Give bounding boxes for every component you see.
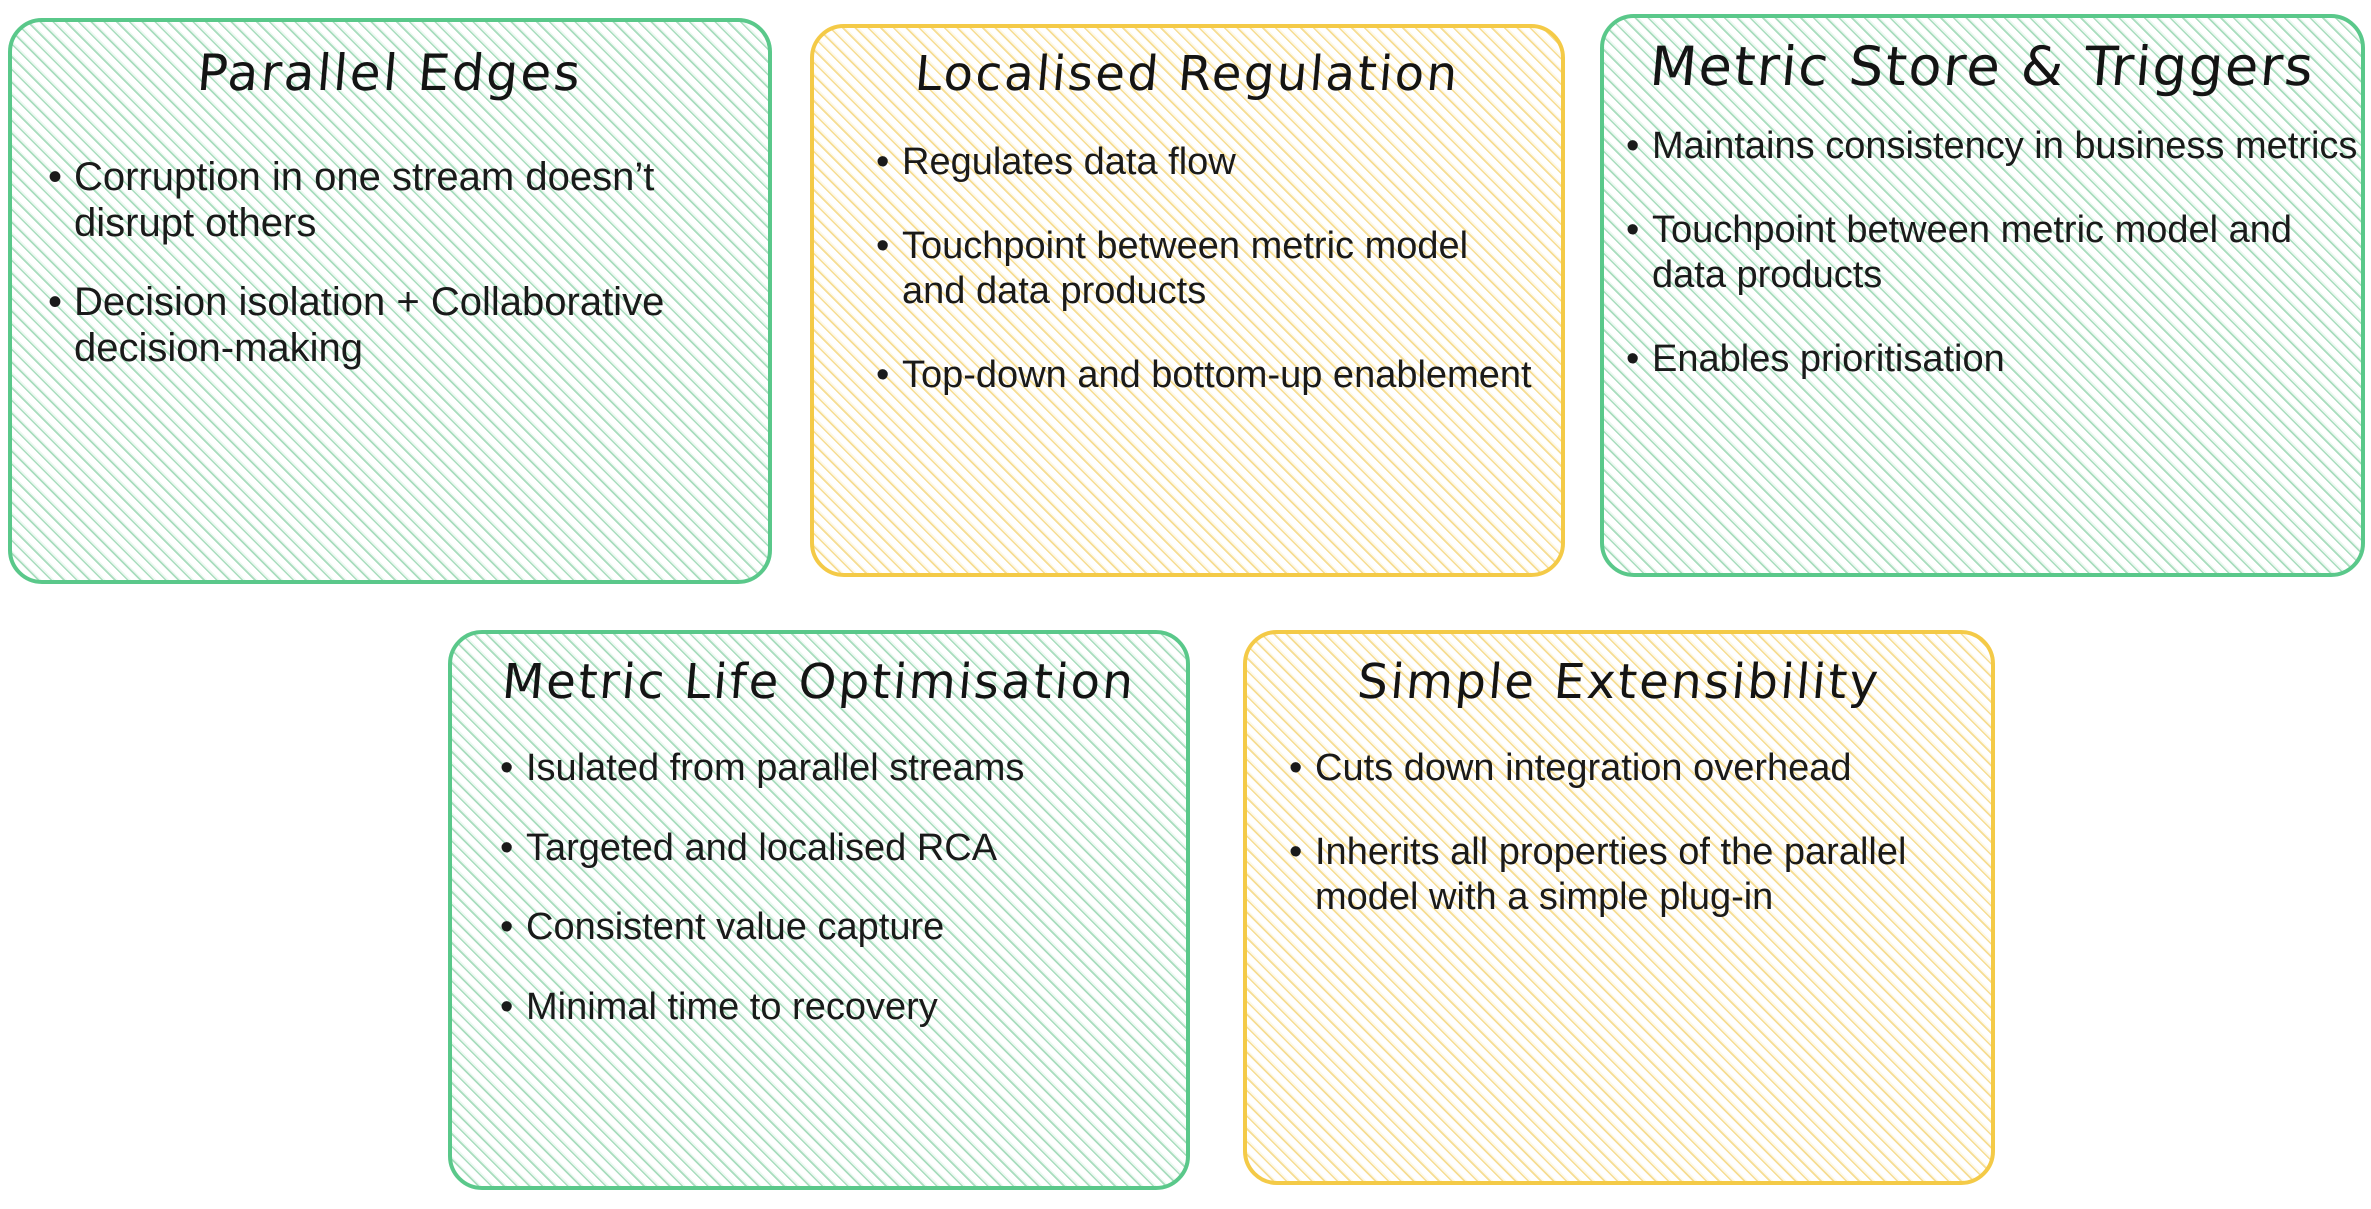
card-title: Metric Store & Triggers (1647, 35, 2318, 98)
card-title: Metric Life Optimisation (499, 654, 1139, 710)
card-title: Parallel Edges (194, 44, 586, 102)
list-item: • Isulated from parallel streams (496, 746, 1176, 792)
bullet-icon: • (876, 224, 890, 267)
list-item-text: Top-down and bottom-up enablement (902, 353, 1532, 396)
list-item-text: Maintains consistency in business metric… (1652, 125, 2358, 167)
card-title: Localised Regulation (912, 46, 1463, 102)
bullet-list: • Corruption in one stream doesn’t disru… (44, 154, 734, 404)
bullet-icon: • (1626, 208, 1640, 251)
list-item-text: Cuts down integration overhead (1315, 747, 1852, 789)
bullet-icon: • (1289, 830, 1303, 873)
bullet-list: • Isulated from parallel streams • Targe… (496, 746, 1176, 1064)
bullet-icon: • (876, 141, 890, 183)
card-metric-life-optimisation[interactable]: Metric Life Optimisation • Isulated from… (448, 630, 1190, 1190)
list-item-text: Consistent value capture (526, 906, 945, 949)
card-body: Metric Store & Triggers • Maintains cons… (1604, 18, 2361, 573)
bullet-icon: • (876, 353, 890, 396)
list-item: • Regulates data flow (872, 140, 1532, 186)
bullet-icon: • (500, 826, 514, 869)
list-item-text: Touchpoint between metric model and data… (902, 224, 1469, 313)
list-item-text: Regulates data flow (902, 141, 1236, 183)
bullet-icon: • (48, 279, 63, 324)
card-simple-extensibility[interactable]: Simple Extensibility • Cuts down integra… (1243, 630, 1995, 1185)
list-item: • Enables prioritisation (1622, 337, 2361, 383)
list-item-text: Inherits all properties of the parallel … (1315, 830, 1907, 919)
list-item: • Targeted and localised RCA (496, 826, 1176, 872)
card-body: Parallel Edges • Corruption in one strea… (12, 22, 768, 580)
list-item: • Minimal time to recovery (496, 985, 1176, 1031)
list-item-text: Minimal time to recovery (526, 985, 938, 1028)
list-item: • Maintains consistency in business metr… (1622, 124, 2361, 170)
list-item-text: Isulated from parallel streams (526, 747, 1025, 789)
list-item-text: Corruption in one stream doesn’t disrupt… (74, 155, 655, 246)
list-item: • Inherits all properties of the paralle… (1285, 830, 1925, 921)
card-body: Metric Life Optimisation • Isulated from… (452, 634, 1186, 1186)
list-item: • Cuts down integration overhead (1285, 746, 1925, 792)
bullet-icon: • (48, 155, 63, 199)
bullet-icon: • (1289, 747, 1303, 789)
card-localised-regulation[interactable]: Localised Regulation • Regulates data fl… (810, 24, 1565, 577)
list-item-text: Enables prioritisation (1652, 337, 2005, 380)
list-item: • Decision isolation + Collaborative dec… (44, 279, 734, 372)
bullet-list: • Maintains consistency in business metr… (1622, 124, 2361, 420)
card-parallel-edges[interactable]: Parallel Edges • Corruption in one strea… (8, 18, 772, 584)
list-item: • Corruption in one stream doesn’t disru… (44, 154, 734, 247)
bullet-icon: • (500, 906, 514, 949)
card-body: Simple Extensibility • Cuts down integra… (1247, 634, 1991, 1181)
bullet-icon: • (1626, 337, 1640, 380)
list-item: • Touchpoint between metric model and da… (872, 224, 1532, 315)
bullet-icon: • (1626, 125, 1640, 167)
bullet-list: • Regulates data flow • Touchpoint betwe… (872, 140, 1532, 436)
card-title: Simple Extensibility (1355, 654, 1883, 710)
list-item-text: Touchpoint between metric model and data… (1652, 208, 2293, 297)
list-item-text: Targeted and localised RCA (526, 826, 998, 869)
bullet-list: • Cuts down integration overhead • Inher… (1285, 746, 1925, 959)
list-item: • Top-down and bottom-up enablement (872, 353, 1532, 399)
bullet-icon: • (500, 985, 514, 1028)
list-item: • Touchpoint between metric model and da… (1622, 208, 2361, 299)
bullet-icon: • (500, 747, 514, 789)
card-body: Localised Regulation • Regulates data fl… (814, 28, 1561, 573)
list-item: • Consistent value capture (496, 905, 1176, 951)
list-item-text: Decision isolation + Collaborative decis… (74, 279, 665, 371)
card-metric-store-triggers[interactable]: Metric Store & Triggers • Maintains cons… (1600, 14, 2365, 577)
